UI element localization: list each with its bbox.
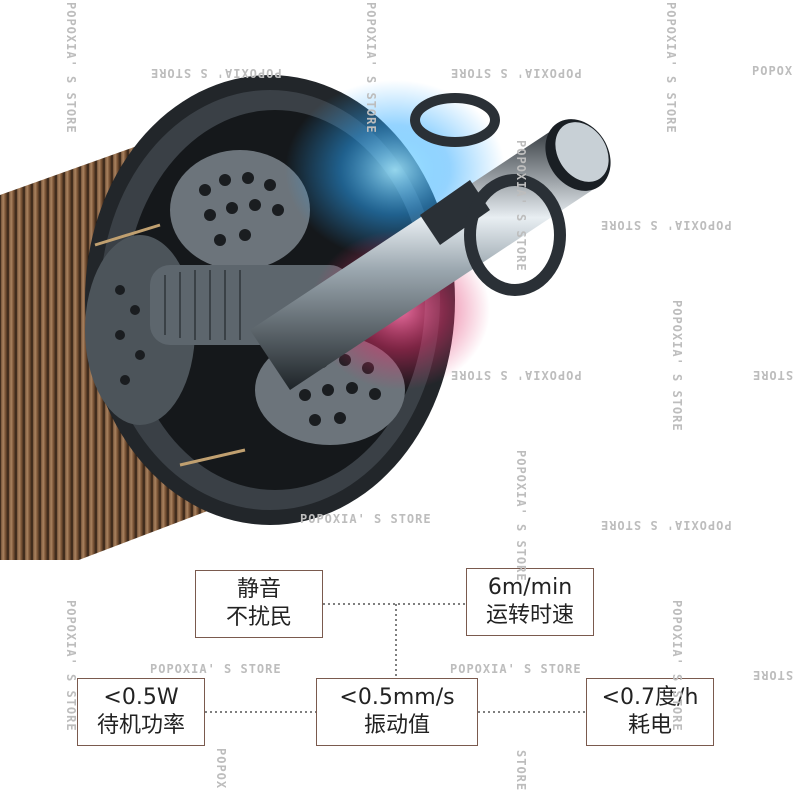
spec-standby-desc: 待机功率 bbox=[96, 713, 185, 738]
watermark: POPOXIA' S STORE bbox=[450, 368, 582, 382]
watermark: STORE bbox=[514, 750, 528, 792]
watermark: POPOXIA' S STORE bbox=[670, 300, 684, 432]
spec-power-desc: 耗电 bbox=[627, 713, 672, 738]
watermark: POPOX bbox=[214, 748, 228, 790]
watermark: POPOXIA' S STORE bbox=[514, 450, 528, 582]
watermark: POPOXIA' S STORE bbox=[300, 512, 432, 526]
motor-cutaway-illustration bbox=[0, 75, 611, 560]
watermark: POPOX bbox=[752, 64, 794, 78]
spec-standby-value: <0.5W bbox=[103, 685, 179, 710]
watermark: POPOXIA' S STORE bbox=[600, 218, 732, 232]
spec-standby-box: <0.5W 待机功率 bbox=[77, 678, 205, 746]
watermark: POPOXIA' S STORE bbox=[514, 140, 528, 272]
watermark: STORE bbox=[752, 668, 794, 682]
watermark: POPOXIA' S STORE bbox=[450, 662, 582, 676]
watermark: POPOXIA' S STORE bbox=[150, 66, 282, 80]
watermark: POPOXIA' S STORE bbox=[150, 662, 282, 676]
watermark: POPOXIA' S STORE bbox=[450, 66, 582, 80]
spec-power-value: <0.7度/h bbox=[601, 685, 699, 710]
coil-springs bbox=[94, 223, 246, 467]
spec-quiet-title: 静音 bbox=[236, 577, 281, 602]
spec-vibration-box: <0.5mm/s 振动值 bbox=[316, 678, 478, 746]
watermark: POPOXIA' S STORE bbox=[600, 518, 732, 532]
watermark: POPOXIA' S STORE bbox=[64, 600, 78, 732]
watermark: POPOXIA' S STORE bbox=[664, 2, 678, 134]
watermark: POPOXIA' S STORE bbox=[670, 600, 684, 732]
spec-vibration-value: <0.5mm/s bbox=[339, 685, 455, 710]
watermark: POPOXIA' S STORE bbox=[364, 2, 378, 134]
spec-quiet-desc: 不扰民 bbox=[225, 605, 292, 630]
watermark: POPOXIA' S STORE bbox=[64, 2, 78, 134]
watermark: STORE bbox=[752, 368, 794, 382]
spec-power-box: <0.7度/h 耗电 bbox=[586, 678, 714, 746]
motor-shaft bbox=[250, 119, 611, 390]
spec-speed-box: 6m/min 运转时速 bbox=[466, 568, 594, 636]
spec-vibration-desc: 振动值 bbox=[363, 713, 430, 738]
spec-speed-desc: 运转时速 bbox=[485, 603, 574, 628]
spec-quiet-box: 静音 不扰民 bbox=[195, 570, 323, 638]
spec-speed-value: 6m/min bbox=[487, 575, 573, 600]
